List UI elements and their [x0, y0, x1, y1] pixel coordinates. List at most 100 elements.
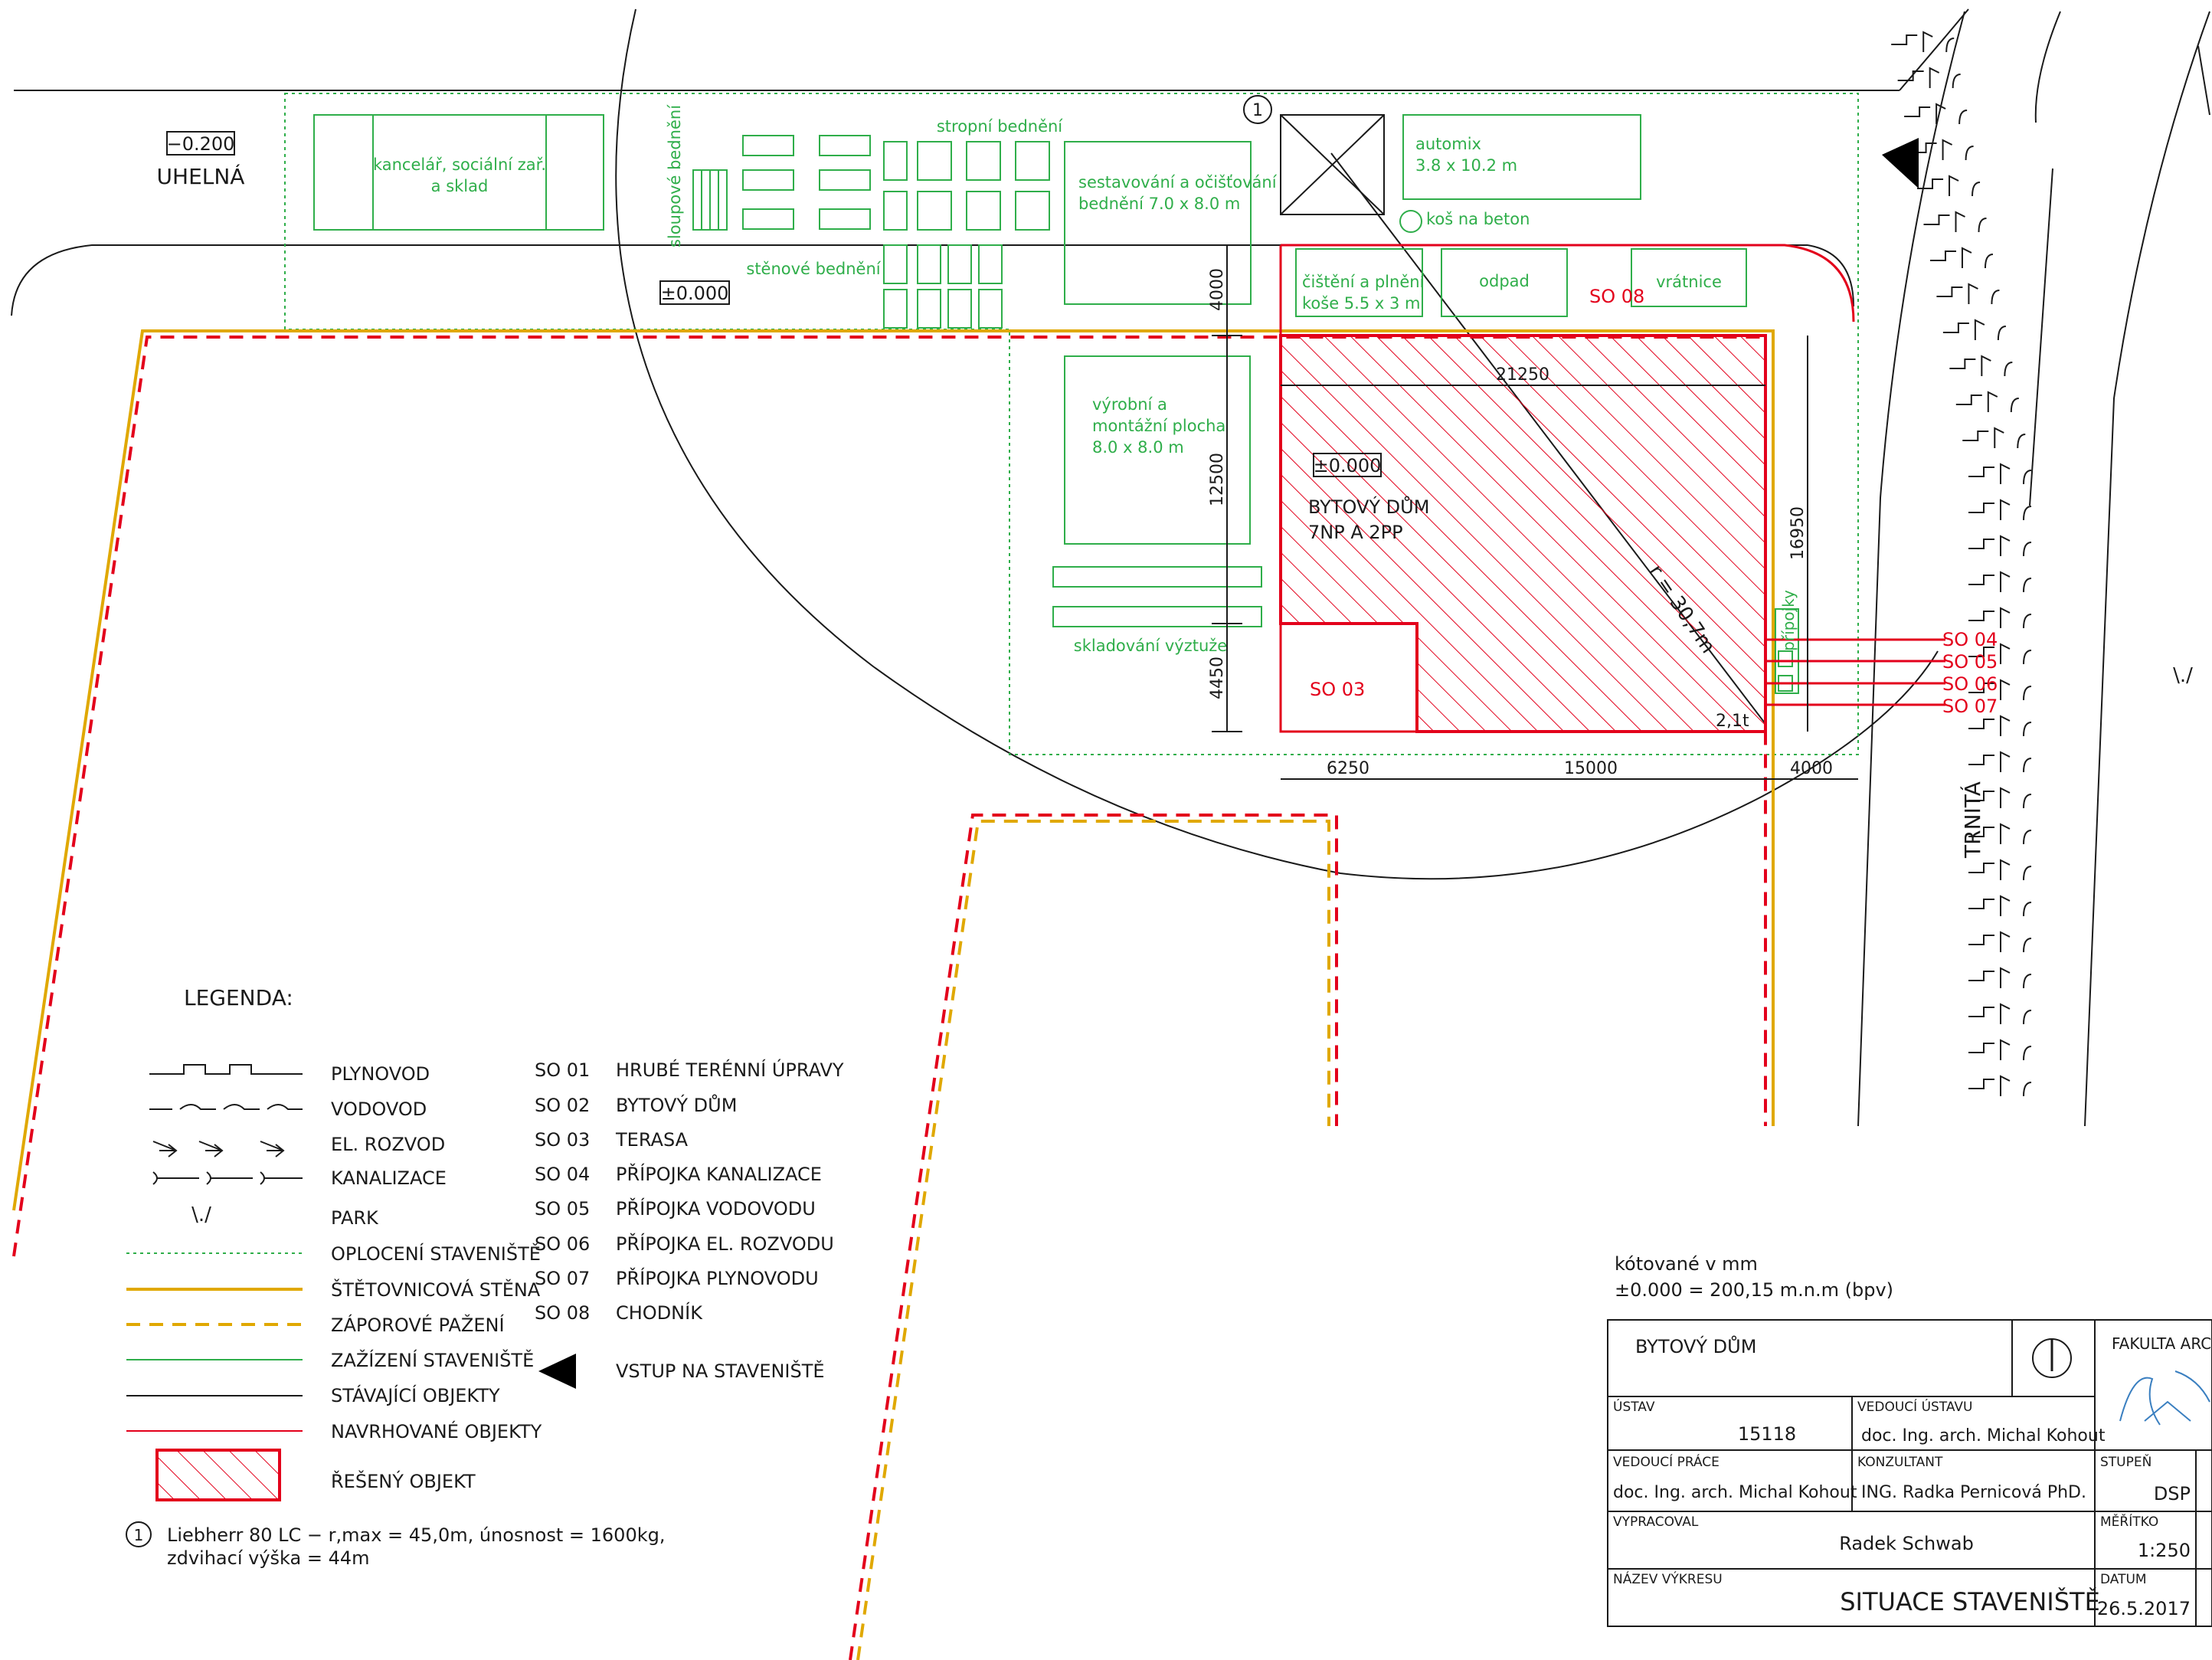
automix-label-2: 3.8 x 10.2 m [1415, 156, 1517, 175]
object-name-1: HRUBÉ TERÉNNÍ ÚPRAVY [616, 1058, 844, 1081]
parking-bay [1968, 931, 2032, 953]
parking-bay [1968, 751, 2032, 773]
legend-item-water: VODOVOD [331, 1098, 427, 1120]
object-code-3: SO 03 [535, 1129, 590, 1151]
el-line-symbol [152, 1141, 285, 1157]
cleaning-label-2: koše 5.5 x 3 m [1302, 294, 1420, 313]
dimension-lines [1212, 244, 1858, 780]
parking-bay [1968, 571, 2032, 593]
tb-datum-label: DATUM [2100, 1572, 2147, 1587]
tb-vypracoval-value: Radek Schwab [1839, 1533, 1974, 1554]
dim-21250: 21250 [1496, 365, 1549, 385]
object-name-2: BYTOVÝ DŮM [616, 1093, 737, 1116]
object-code-4: SO 04 [535, 1164, 590, 1185]
parking-bay [1936, 283, 2000, 305]
object-code-7: SO 07 [535, 1268, 590, 1289]
object-code-6: SO 06 [535, 1233, 590, 1255]
legend-title: LEGENDA: [184, 985, 293, 1010]
tb-faculty: FAKULTA ARCHITE [2112, 1334, 2212, 1353]
north-arrow [2032, 1338, 2072, 1378]
drawing-labels-black: −0.200 UHELNÁ ±0.000 ±0.000 BYTOVÝ DŮM 7… [157, 101, 2194, 859]
water-line-symbol [149, 1104, 303, 1110]
street-north-level: −0.200 [167, 133, 235, 155]
parking-bay [1968, 823, 2032, 845]
site-equipment [313, 114, 1799, 694]
legend-item-proposed: NAVRHOVANÉ OBJEKTY [331, 1420, 542, 1442]
tb-project: BYTOVÝ DŮM [1635, 1334, 1756, 1357]
gatehouse-label: vrátnice [1656, 273, 1722, 291]
park-legend-symbol: \./ [191, 1203, 211, 1226]
parking-bay [1968, 607, 2032, 629]
tb-ustav-value: 15118 [1738, 1423, 1796, 1445]
soldier-pile-wall [849, 814, 1338, 1660]
parking-bay [1923, 211, 1987, 233]
parking-bay [1949, 355, 2013, 377]
tb-vedouci-ustavu-value: doc. Ing. arch. Michal Kohout [1861, 1426, 2106, 1446]
parking-bay [1897, 67, 1961, 89]
parking-bay [1942, 319, 2006, 341]
connections-label: přípojky [1779, 590, 1798, 651]
wall-formwork-label: stěnové bednění [746, 260, 881, 278]
object-name-6: PŘÍPOJKA EL. ROZVODU [616, 1233, 834, 1255]
so03-label: SO 03 [1310, 679, 1365, 700]
legend-symbols [126, 1064, 303, 1547]
legend-item-fence: OPLOCENÍ STAVENIŠTĚ [331, 1242, 541, 1265]
parking-bay [1910, 139, 1974, 161]
legend-item-sewer: KANALIZACE [331, 1167, 447, 1189]
parking-bay [1968, 895, 2032, 917]
dim-15000: 15000 [1564, 759, 1618, 778]
legend-item-existing: STÁVAJÍCÍ OBJEKTY [331, 1384, 500, 1406]
parking-bays [1891, 31, 2032, 1097]
dim-4000-vertical: 4000 [1208, 268, 1227, 311]
parking-bay [1968, 643, 2032, 665]
parking-bay [1917, 175, 1981, 197]
parking-bay [1955, 391, 2019, 413]
tb-vedouci-prace-value: doc. Ing. arch. Michal Kohout [1613, 1483, 1857, 1502]
sheet-pile-wall [12, 329, 1775, 1211]
drawing-labels-red: SO 08 SO 03 SO 04 SO 05 SO 06 SO 07 [1310, 286, 1998, 717]
so05-label: SO 05 [1942, 651, 1998, 673]
assembly-label-2: bednění 7.0 x 8.0 m [1078, 195, 1240, 213]
assembly-label-1: sestavování a očišťování [1078, 173, 1278, 192]
so07-label: SO 07 [1942, 696, 1998, 717]
drawing-labels-green: kancelář, sociální zař. a sklad sloupové… [373, 104, 1798, 655]
tb-vedouci-ustavu-label: VEDOUCÍ ÚSTAVU [1857, 1398, 1973, 1415]
crane-symbol [1243, 95, 1385, 215]
parking-bay [1891, 31, 1955, 53]
object-name-7: PŘÍPOJKA PLYNOVODU [616, 1267, 819, 1289]
tb-datum-value: 26.5.2017 [2097, 1598, 2191, 1619]
legend-entry-label: VSTUP NA STAVENIŠTĚ [616, 1359, 825, 1382]
parking-bay [1968, 859, 2032, 881]
datum-note: ±0.000 = 200,15 m.n.m (bpv) [1615, 1279, 1893, 1301]
tb-stupen-label: STUPEŇ [2100, 1453, 2151, 1470]
office-label-1: kancelář, sociální zař. [373, 156, 546, 174]
object-name-5: PŘÍPOJKA VODOVODU [616, 1197, 816, 1220]
object-code-2: SO 02 [535, 1095, 590, 1116]
existing-streets [11, 8, 2210, 1127]
object-name-8: CHODNÍK [616, 1301, 703, 1324]
dim-4450: 4450 [1208, 656, 1227, 699]
crane-legend-circle [126, 1521, 152, 1547]
building-level-label: ±0.000 [1314, 455, 1382, 476]
legend-item-el: EL. ROZVOD [331, 1134, 445, 1155]
title-block: BYTOVÝ DŮM FAKULTA ARCHITE ÚSTAV 15118 V… [1607, 1319, 2212, 1627]
solved-object-symbol [155, 1449, 281, 1501]
entry-legend-triangle [538, 1354, 576, 1389]
tb-nazev-label: NÁZEV VÝKRESU [1613, 1570, 1723, 1587]
ground-level-label: ±0.000 [661, 283, 729, 304]
gas-line-symbol [149, 1064, 303, 1075]
dim-4000-horizontal: 4000 [1790, 759, 1833, 778]
parking-bay [1968, 535, 2032, 557]
parking-bay [1968, 463, 2032, 485]
parking-bay [1968, 715, 2032, 737]
parking-bay [1968, 1075, 2032, 1097]
tb-konzultant-value: ING. Radka Pernicová PhD. [1861, 1483, 2086, 1502]
crane-legend-number: 1 [134, 1526, 144, 1544]
tb-konzultant-label: KONZULTANT [1857, 1455, 1943, 1470]
so06-label: SO 06 [1942, 673, 1998, 695]
units-note: kótované v mm [1615, 1253, 1758, 1275]
sewer-line-symbol [152, 1171, 303, 1185]
drawing-notes: kótované v mm ±0.000 = 200,15 m.n.m (bpv… [1615, 1253, 1893, 1301]
building-name-1: BYTOVÝ DŮM [1308, 495, 1429, 518]
